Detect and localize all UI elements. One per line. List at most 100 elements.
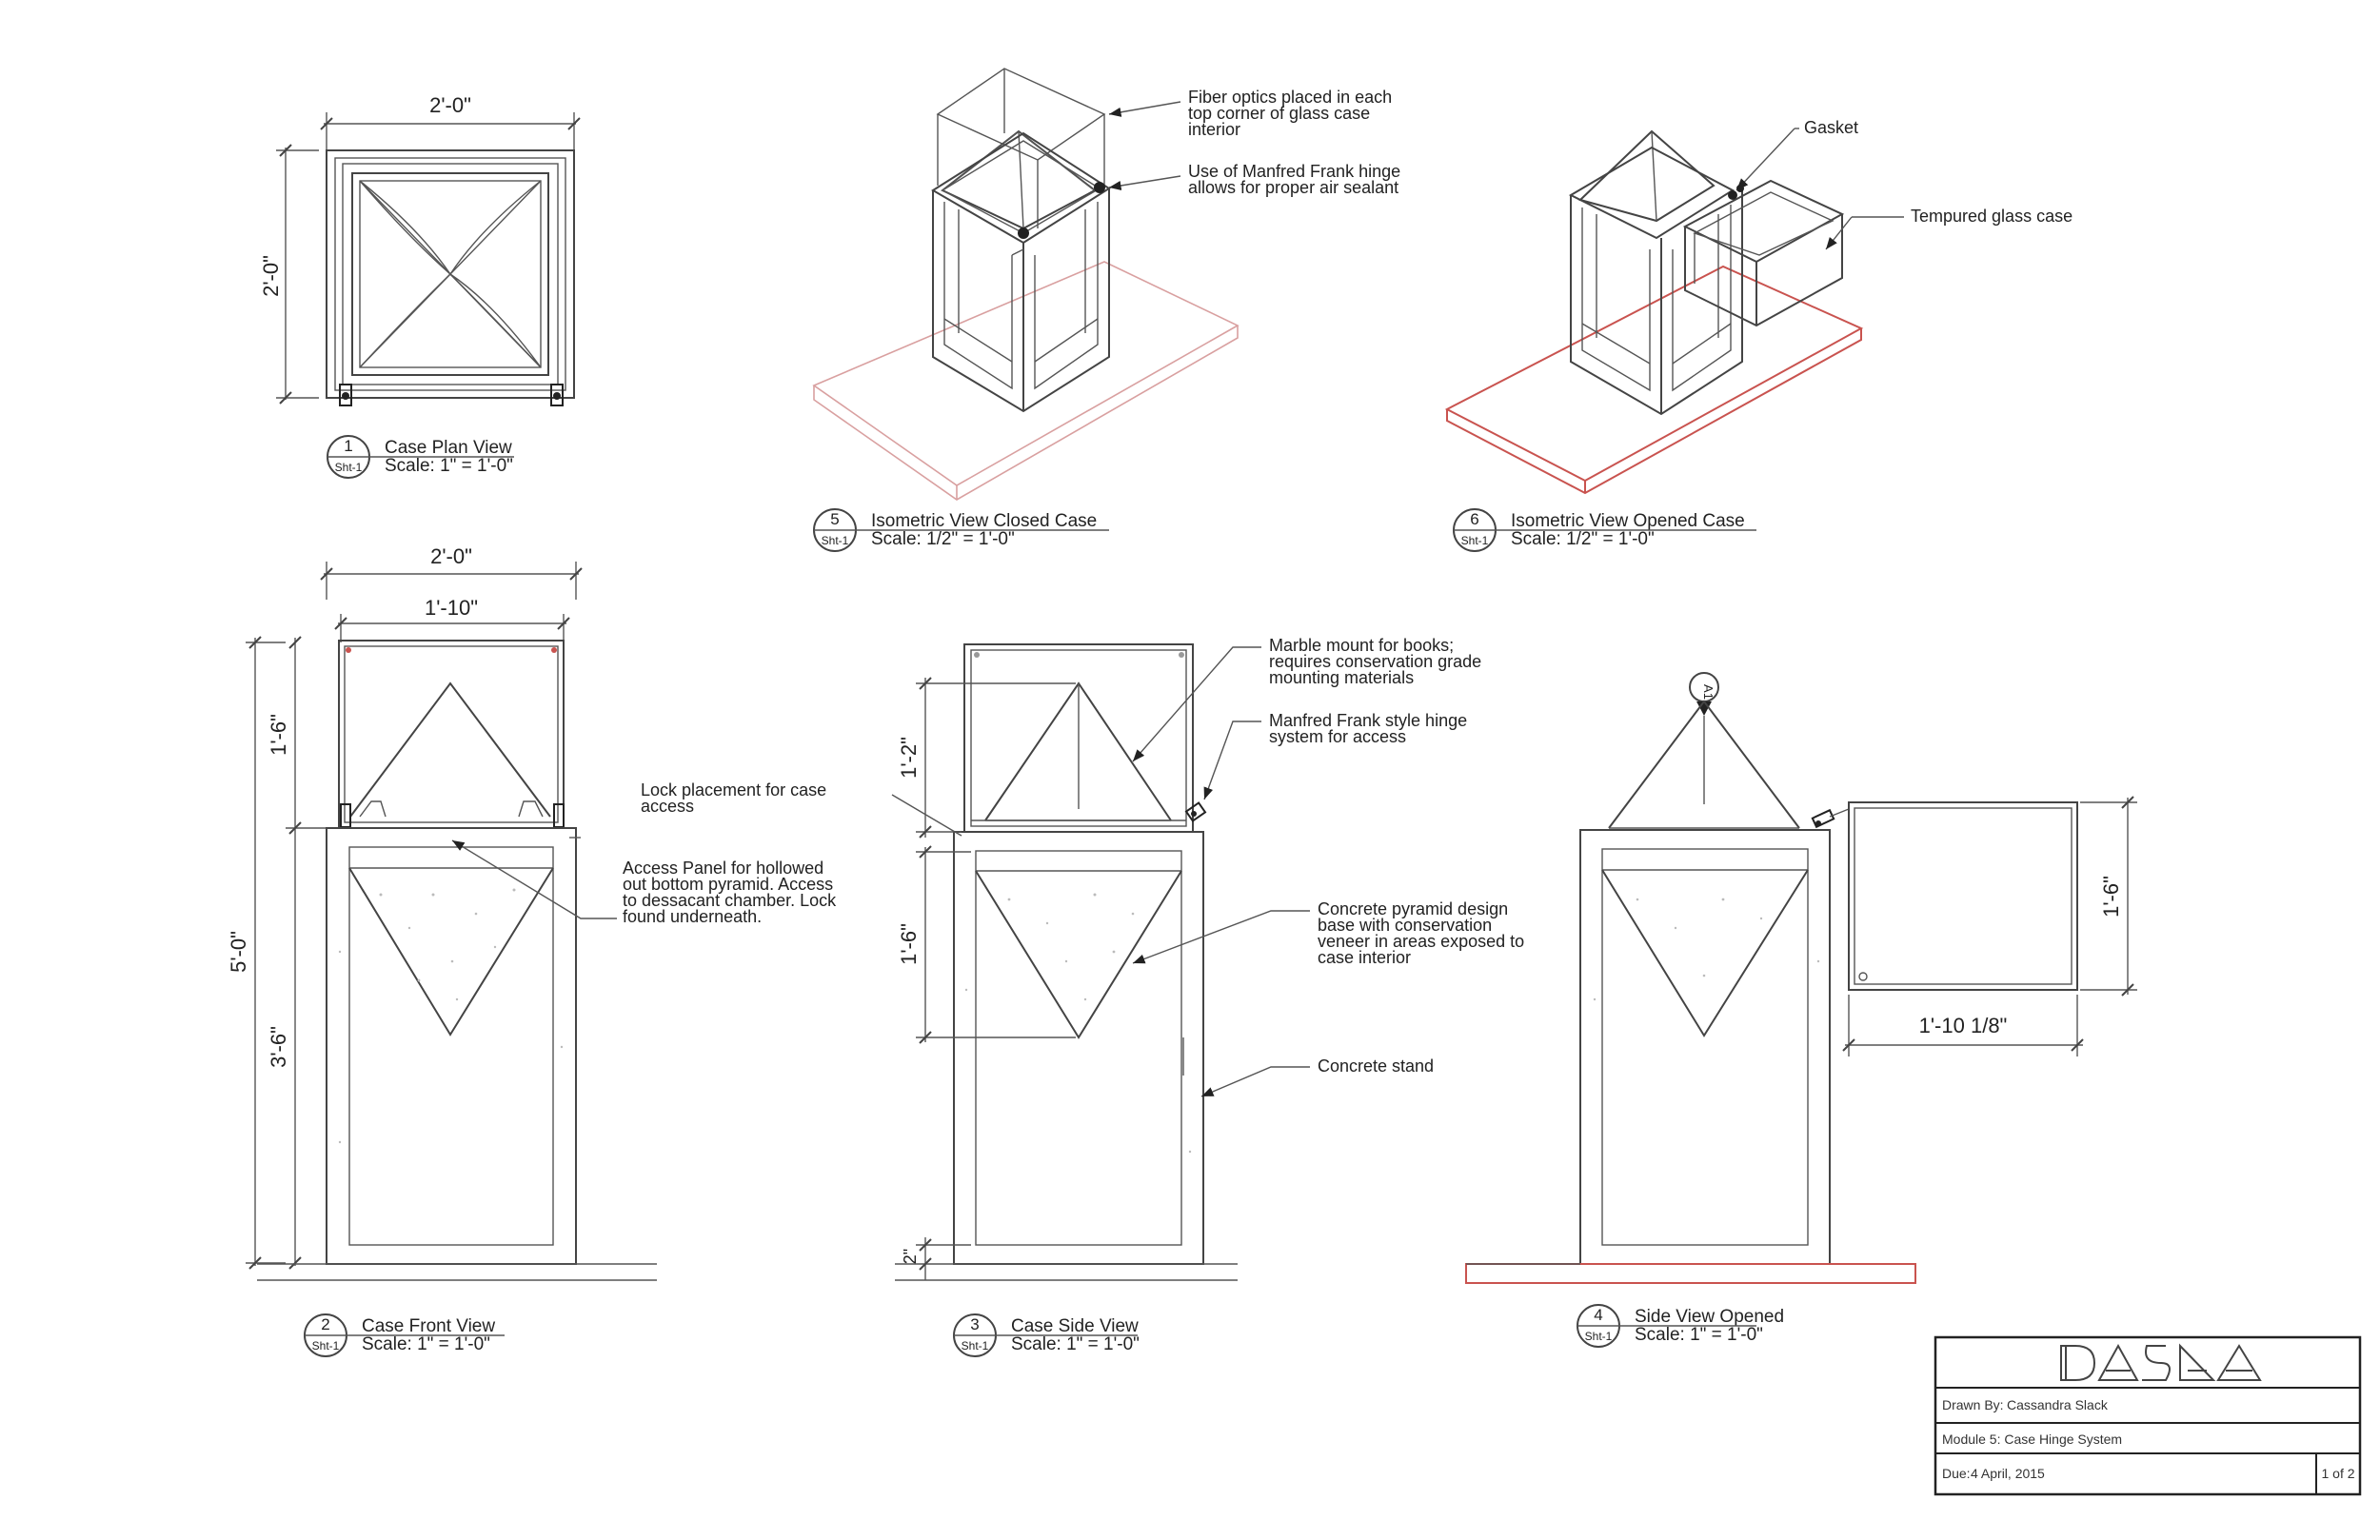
svg-text:Scale: 1" = 1'-0": Scale: 1" = 1'-0" (1635, 1325, 1763, 1345)
svg-text:Lock placement for case: Lock placement for case (641, 780, 826, 800)
svg-text:A1: A1 (1701, 684, 1716, 700)
front-base-height-dim: 3'-6" (267, 1026, 290, 1068)
svg-text:Scale: 1" = 1'-0": Scale: 1" = 1'-0" (1011, 1334, 1140, 1354)
drawn-by-name: Cassandra Slack (2007, 1397, 2109, 1412)
due-label: Due: (1942, 1466, 1971, 1481)
plan-depth-dim: 2'-0" (259, 255, 283, 297)
opened-concrete-texture (1593, 898, 1820, 1001)
front-width-dim: 2'-0" (430, 544, 472, 568)
svg-text:Sht-1: Sht-1 (1585, 1330, 1613, 1343)
side-case-height-dim: 1'-2" (897, 737, 921, 779)
opened-case-height-dim: 1'-6" (2099, 876, 2123, 918)
svg-text:Sht-1: Sht-1 (312, 1339, 340, 1352)
svg-text:to dessacant chamber. Lock: to dessacant chamber. Lock (623, 891, 837, 910)
svg-text:mounting materials: mounting materials (1269, 668, 1414, 687)
front-inner-width-dim: 1'-10" (425, 596, 478, 620)
page-number: 1 of 2 (2321, 1466, 2354, 1481)
front-view-title: 2 Sht-1 Case Front View Scale: 1" = 1'-0… (304, 1313, 505, 1357)
concrete-pyramid-callout: Concrete pyramid design base with conser… (1318, 899, 1524, 967)
due-date: 4 April, 2015 (1971, 1466, 2045, 1481)
svg-text:Scale: 1/2" = 1'-0": Scale: 1/2" = 1'-0" (1511, 529, 1655, 549)
side-opened-title: 4 Sht-1 Side View Opened Scale: 1" = 1'-… (1577, 1304, 1784, 1348)
front-lock-left-icon (340, 803, 351, 828)
title-block: Drawn By: Cassandra Slack Module 5: Case… (1934, 1335, 2362, 1496)
side-view: 1'-2" 1'-6" 2" Marble mount for books; r… (891, 636, 1524, 1357)
svg-text:Use of Manfred Frank hinge: Use of Manfred Frank hinge (1188, 162, 1400, 181)
drawn-by-label: Drawn By: (1942, 1397, 2004, 1412)
svg-text:Fiber optics placed in each: Fiber optics placed in each (1188, 88, 1392, 107)
side-pyramid-height-dim: 1'-6" (897, 923, 921, 965)
svg-text:Manfred Frank style hinge: Manfred Frank style hinge (1269, 711, 1467, 730)
svg-text:system for access: system for access (1269, 727, 1406, 746)
module-label: Module 5: Case Hinge System (1942, 1431, 2122, 1447)
plan-hinge-left-icon (339, 384, 352, 406)
svg-text:access: access (641, 797, 694, 816)
opened-hinge-icon (1811, 808, 1850, 829)
plan-hinge-right-icon (550, 384, 564, 406)
svg-text:5: 5 (830, 510, 839, 528)
svg-text:Concrete pyramid design: Concrete pyramid design (1318, 899, 1508, 918)
svg-text:Marble mount for books;: Marble mount for books; (1269, 636, 1454, 655)
svg-text:Case Front View: Case Front View (362, 1316, 495, 1336)
front-total-height-dim: 5'-0" (227, 931, 250, 973)
plan-view-title: 1 Sht-1 Case Plan View Scale: 1" = 1'-0" (327, 435, 514, 479)
marble-mount-callout: Marble mount for books; requires conserv… (1269, 636, 1481, 687)
svg-text:6: 6 (1470, 510, 1478, 528)
section-marker: A1 (1689, 672, 1719, 716)
svg-text:Case Side View: Case Side View (1011, 1316, 1139, 1336)
svg-text:Sht-1: Sht-1 (335, 461, 363, 474)
tempered-glass-callout: Tempured glass case (1911, 207, 2073, 226)
svg-text:Isometric View Opened Case: Isometric View Opened Case (1511, 511, 1745, 531)
svg-text:3: 3 (970, 1315, 979, 1333)
front-case-height-dim: 1'-6" (267, 714, 290, 756)
lock-callout: Lock placement for case access (641, 780, 826, 816)
svg-text:base with conservation: base with conservation (1318, 916, 1492, 935)
iso-hinge-icon (1094, 182, 1105, 193)
opened-case-width-dim: 1'-10 1/8" (1919, 1014, 2008, 1037)
side-hinge-icon (1184, 801, 1207, 822)
side-view-title: 3 Sht-1 Case Side View Scale: 1" = 1'-0" (953, 1313, 1140, 1357)
plan-width-dim: 2'-0" (429, 93, 471, 117)
access-panel-callout: Access Panel for hollowed out bottom pyr… (623, 859, 837, 926)
svg-text:1: 1 (344, 437, 352, 455)
side-plinth-dim: 2" (901, 1249, 920, 1264)
svg-text:Side View Opened: Side View Opened (1635, 1307, 1784, 1327)
svg-text:Sht-1: Sht-1 (822, 534, 849, 547)
isometric-opened-title: 6 Sht-1 Isometric View Opened Case Scale… (1453, 508, 1756, 552)
svg-text:4: 4 (1594, 1306, 1602, 1324)
svg-text:Case Plan View: Case Plan View (385, 438, 512, 458)
front-lock-right-icon (553, 803, 565, 828)
svg-text:allows for proper air sealant: allows for proper air sealant (1188, 178, 1398, 197)
hinge-seal-callout: Use of Manfred Frank hinge allows for pr… (1188, 162, 1400, 197)
svg-text:Isometric View Closed Case: Isometric View Closed Case (871, 511, 1097, 531)
casna-logo (2060, 1343, 2262, 1381)
svg-text:top corner of glass case: top corner of glass case (1188, 104, 1370, 123)
isometric-opened-view: Gasket Tempured glass case 6 Sht-1 Isome… (1444, 118, 2073, 552)
svg-text:interior: interior (1188, 120, 1240, 139)
svg-text:Sht-1: Sht-1 (962, 1339, 989, 1352)
side-opened-view: A1 1'-6" (1465, 672, 2137, 1348)
svg-text:Scale: 1" = 1'-0": Scale: 1" = 1'-0" (385, 456, 513, 476)
isometric-closed-view: Fiber optics placed in each top corner o… (812, 68, 1400, 552)
svg-text:Scale: 1" = 1'-0": Scale: 1" = 1'-0" (362, 1334, 490, 1354)
svg-text:Scale: 1/2" = 1'-0": Scale: 1/2" = 1'-0" (871, 529, 1015, 549)
side-concrete-texture (964, 893, 1192, 1154)
hinge-system-callout: Manfred Frank style hinge system for acc… (1269, 711, 1467, 746)
gasket-callout: Gasket (1804, 118, 1858, 137)
svg-text:Access Panel for hollowed: Access Panel for hollowed (623, 859, 823, 878)
svg-text:case interior: case interior (1318, 948, 1411, 967)
plan-view: 2'-0" 2'-0" 1 (259, 93, 581, 479)
front-view: 2'-0" 1'-10" 5'-0" 1'-6" 3'-6" (227, 544, 837, 1357)
isometric-closed-title: 5 Sht-1 Isometric View Closed Case Scale… (813, 508, 1109, 552)
front-concrete-texture (338, 888, 564, 1144)
iso-hinge-front-icon (1018, 227, 1029, 239)
svg-text:2: 2 (321, 1315, 329, 1333)
concrete-stand-callout: Concrete stand (1318, 1056, 1434, 1076)
fiber-optics-callout: Fiber optics placed in each top corner o… (1188, 88, 1392, 139)
svg-text:out bottom pyramid. Access: out bottom pyramid. Access (623, 875, 833, 894)
svg-text:found underneath.: found underneath. (623, 907, 762, 926)
svg-text:requires conservation grade: requires conservation grade (1269, 652, 1481, 671)
svg-text:veneer in areas exposed to: veneer in areas exposed to (1318, 932, 1524, 951)
svg-text:Sht-1: Sht-1 (1461, 534, 1489, 547)
